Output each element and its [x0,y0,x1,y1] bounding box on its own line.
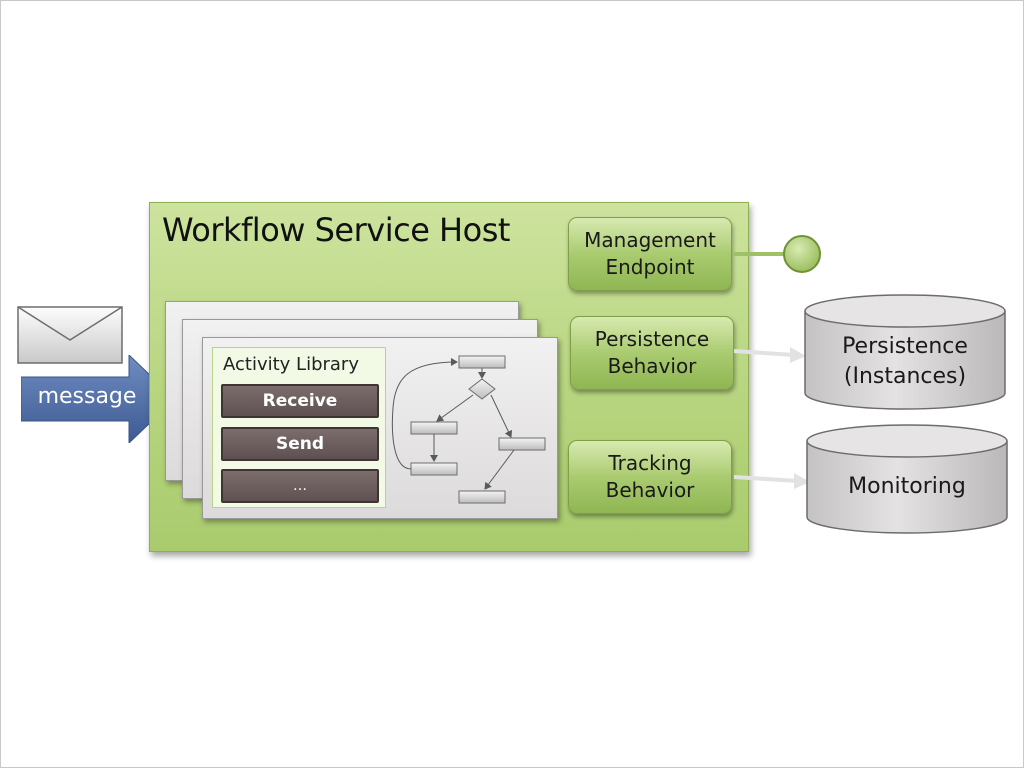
monitoring-store-label: Monitoring [848,474,966,499]
persistence-store [804,294,1006,410]
persistence-behavior-line1: Persistence [594,327,710,351]
management-endpoint-line2: Endpoint [605,255,695,279]
management-endpoint-line1: Management [584,228,716,252]
workflow-instance-card-front: Activity Library Receive Send … [202,337,558,519]
persistence-store-line1: Persistence [842,334,968,359]
message-label: message [37,384,137,409]
tracking-behavior-line2: Behavior [605,478,695,502]
persistence-connector-arrowhead [790,347,806,363]
activity-library: Activity Library Receive Send … [212,347,386,508]
activity-more[interactable]: … [221,469,379,503]
activity-library-title: Activity Library [223,354,359,375]
tracking-connector [733,475,799,483]
host-title: Workflow Service Host [162,211,510,249]
endpoint-circle-icon [783,235,821,273]
monitoring-store [806,424,1008,534]
persistence-store-label: Persistence (Instances) [804,332,1006,392]
tracking-behavior-line1: Tracking [608,451,692,475]
workflow-flowchart [391,355,546,504]
activity-send[interactable]: Send [221,427,379,461]
envelope-icon [17,306,123,364]
activity-receive[interactable]: Receive [221,384,379,418]
persistence-store-line2: (Instances) [843,364,967,389]
persistence-behavior-line2: Behavior [607,354,697,378]
workflow-service-host: Workflow Service Host Activity Library R… [149,202,749,552]
persistence-connector [733,349,795,357]
tracking-connector-arrowhead [794,473,810,489]
